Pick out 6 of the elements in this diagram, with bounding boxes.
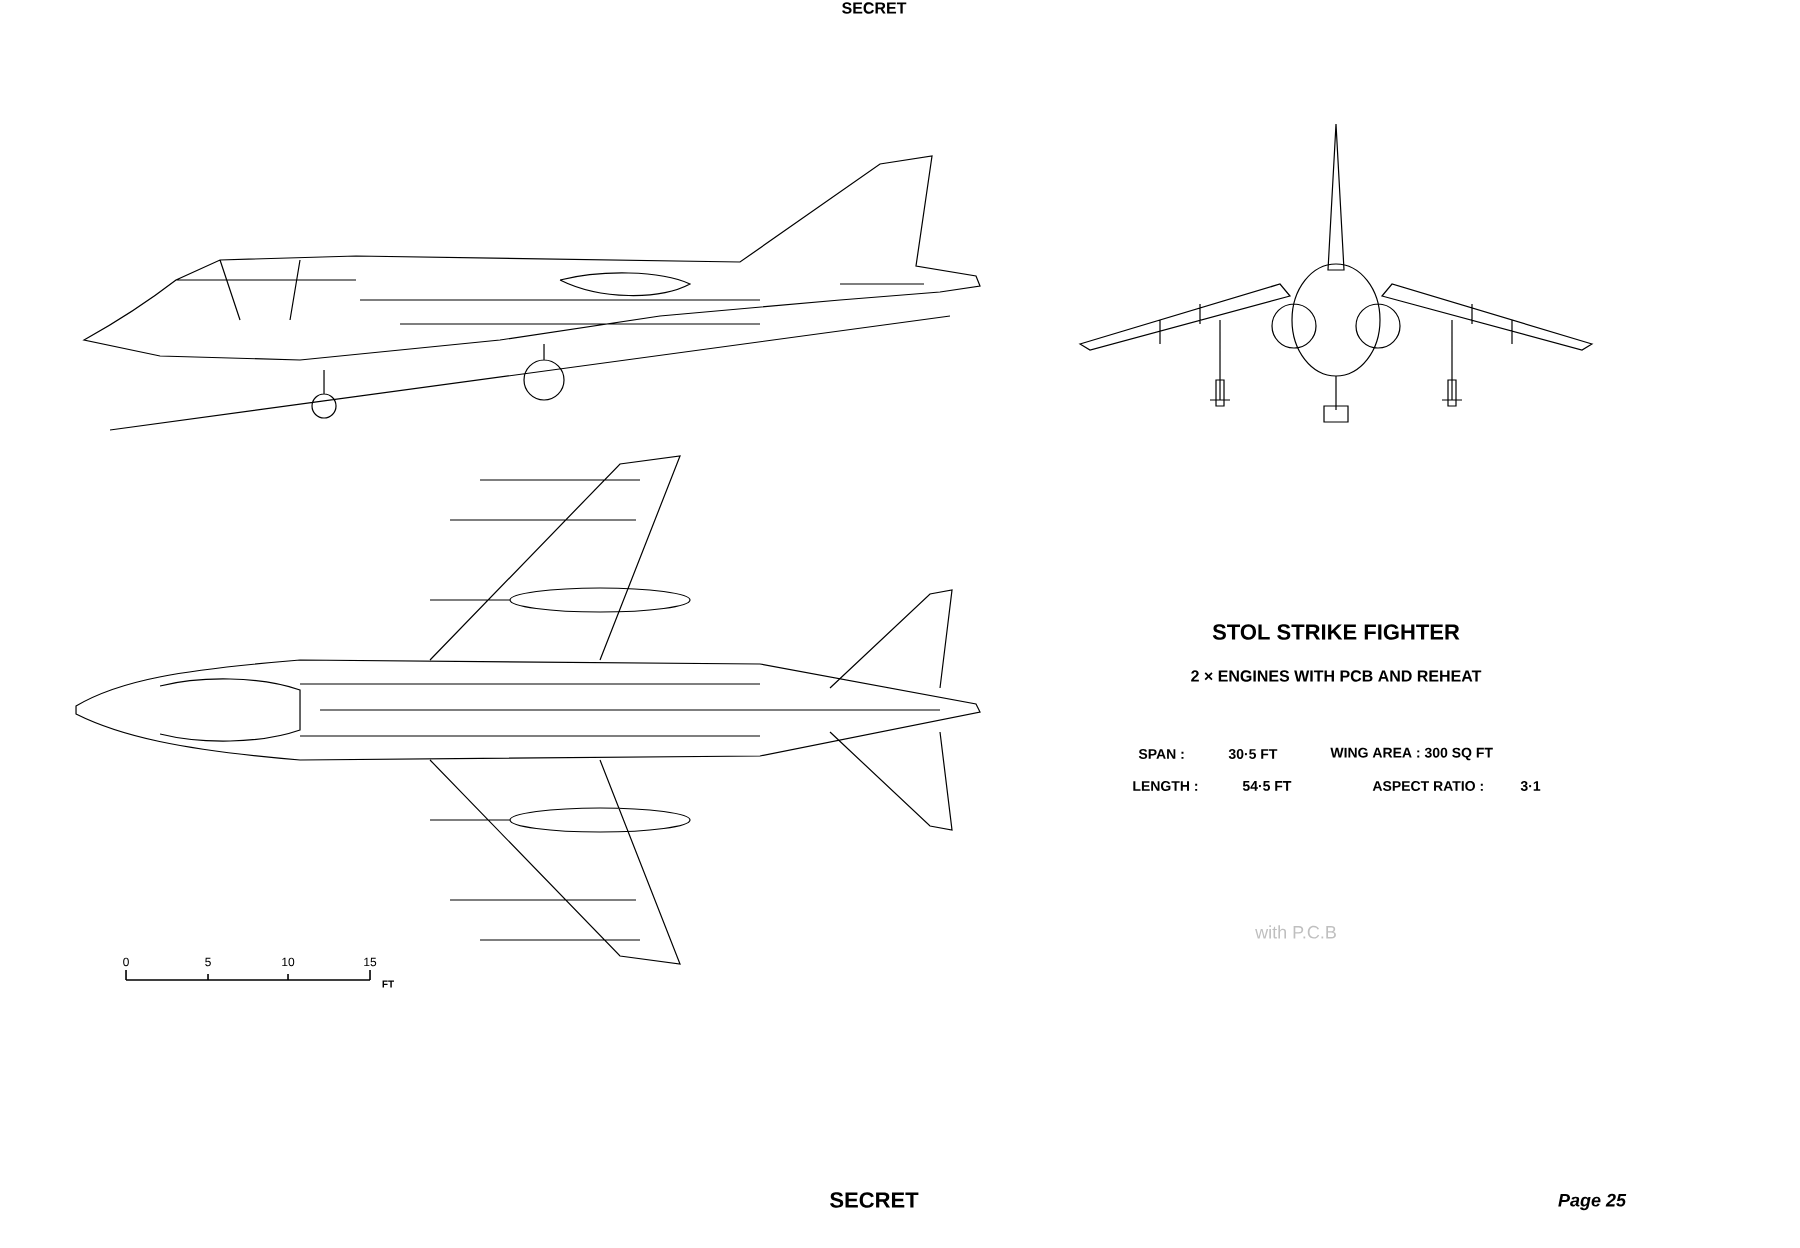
heading: STOL STRIKE FIGHTER xyxy=(1212,624,1460,640)
page-number: Page 25 xyxy=(1558,1193,1627,1211)
classification-marking: SECRET xyxy=(830,1192,919,1208)
note: with P.C.B xyxy=(1255,925,1336,939)
classification-marking: SECRET xyxy=(842,2,907,14)
subtitle: 2 × ENGINES WITH PCB AND REHEAT xyxy=(1191,670,1482,682)
